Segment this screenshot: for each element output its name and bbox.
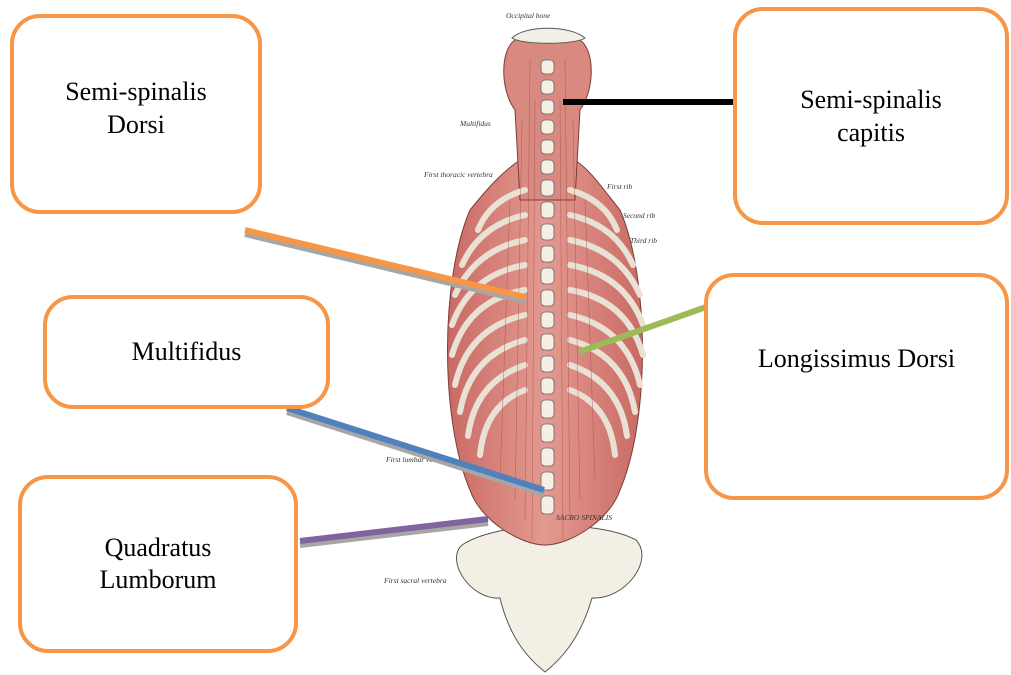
label-text-multifidus: Multifidus (132, 336, 242, 369)
label-text-quadratus-lumborum: Quadratus Lumborum (100, 532, 217, 597)
pelvis-bone (456, 526, 641, 672)
anat-label-multifidus: Multifidus (459, 119, 491, 128)
label-quadratus-lumborum: Quadratus Lumborum (18, 475, 298, 653)
label-text-semispinalis-dorsi: Semi-spinalis Dorsi (65, 76, 207, 141)
anat-label-second-rib: Second rib (623, 211, 656, 220)
leader-line-quadratus-shadow (300, 523, 488, 545)
anat-label-first-thoracic-vertebra: First thoracic vertebra (423, 170, 493, 179)
anat-label-occipital-bone: Occipital bone (506, 11, 551, 20)
label-semispinalis-dorsi: Semi-spinalis Dorsi (10, 14, 262, 214)
label-multifidus: Multifidus (43, 295, 330, 409)
label-longissimus-dorsi: Longissimus Dorsi (704, 273, 1009, 500)
label-text-semispinalis-capitis: Semi-spinalis capitis (800, 84, 942, 149)
leader-line-quadratus (300, 519, 488, 541)
anat-label-sacro-spinalis: SACRO SPINALIS (556, 513, 612, 522)
occipital-bone (512, 28, 585, 43)
label-text-longissimus-dorsi: Longissimus Dorsi (758, 343, 955, 376)
anat-label-first-sacral-vertebra: First sacral vertebra (383, 576, 447, 585)
label-semispinalis-capitis: Semi-spinalis capitis (733, 7, 1009, 225)
anat-label-third-rib: Third rib (630, 236, 657, 245)
anat-label-first-rib: First rib (606, 182, 632, 191)
